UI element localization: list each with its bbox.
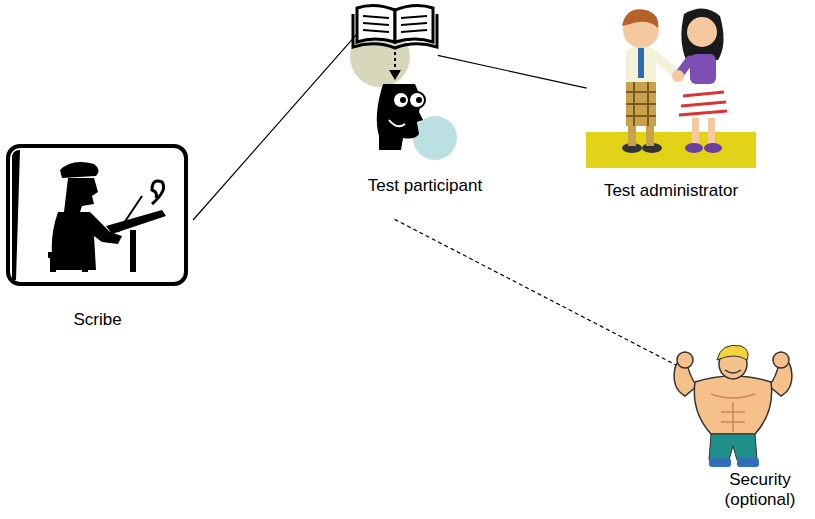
connector-line [438,55,587,88]
participant-icon [345,0,505,170]
dashed-connector [395,219,678,366]
node-caption: Security (optional) [715,470,805,511]
administrator-node: Test administrator [585,0,757,205]
node-caption: Scribe [0,310,195,330]
node-caption: Test administrator [585,181,757,201]
administrator-picture [586,0,756,168]
participant-node: Test participant [345,0,505,205]
node-caption: Test participant [345,176,505,196]
scribe-node: Scribe [0,138,195,338]
security-picture [645,342,810,467]
security-node: Security (optional) [645,342,810,514]
scribe-picture [2,140,192,290]
connector-line [193,35,356,220]
